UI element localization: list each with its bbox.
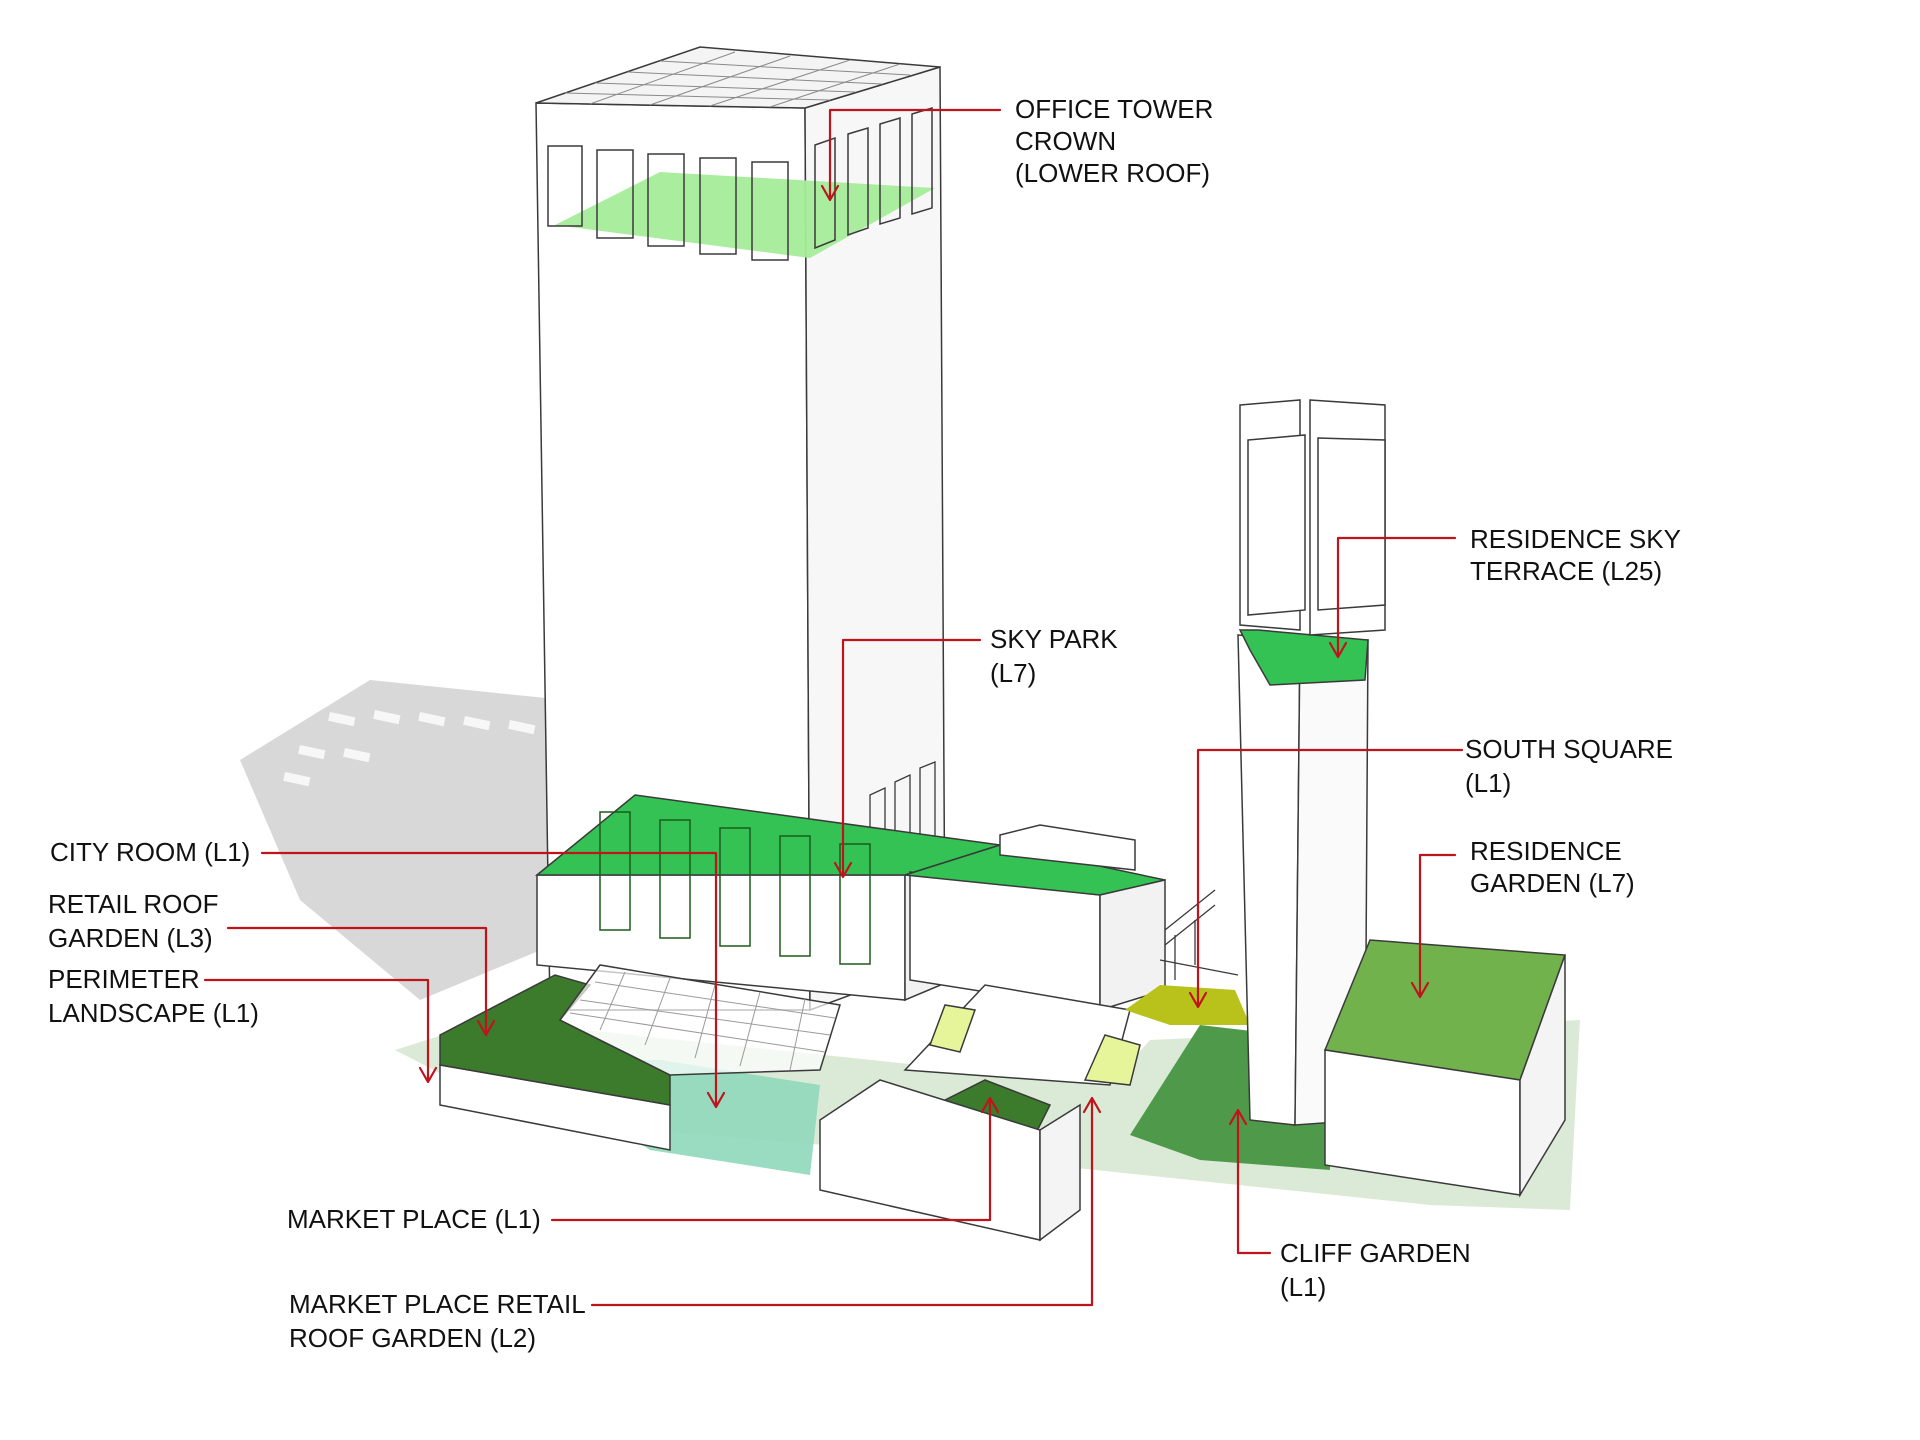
label-retail-roof-garden: RETAIL ROOF GARDEN (L3) xyxy=(48,889,226,953)
office-tower xyxy=(535,46,946,1012)
residence-podium xyxy=(1323,939,1567,1198)
label-office-tower-crown: OFFICE TOWER CROWN (LOWER ROOF) xyxy=(1015,94,1221,188)
residence-sky-terrace xyxy=(1238,629,1369,686)
leader-market-place-retail-roof-garden xyxy=(590,1098,1094,1307)
podium xyxy=(534,794,1166,1012)
leader-lines xyxy=(203,108,1464,1307)
arrowhead-office-tower-crown xyxy=(820,184,840,202)
arrowhead-perimeter-landscape xyxy=(418,1066,438,1084)
arrowhead-cliff-garden xyxy=(1228,1108,1248,1126)
label-market-place-retail-roof-garden: MARKET PLACE RETAIL ROOF GARDEN (L2) xyxy=(289,1289,592,1353)
market-side-block xyxy=(1039,1103,1081,1242)
label-south-square: SOUTH SQUARE (L1) xyxy=(1465,734,1680,798)
labels: OFFICE TOWER CROWN (LOWER ROOF) RESIDENC… xyxy=(48,94,1688,1353)
retail-block xyxy=(439,964,841,1151)
leader-residence-sky-terrace xyxy=(1336,536,1457,657)
leader-south-square xyxy=(1196,748,1464,1007)
leader-perimeter-landscape xyxy=(203,978,430,1082)
tower-shadow xyxy=(240,680,565,1000)
arrowhead-market-place xyxy=(980,1096,1000,1114)
leader-cliff-garden xyxy=(1236,1110,1272,1255)
arrowhead-south-square xyxy=(1188,991,1208,1009)
leader-retail-roof-garden xyxy=(226,926,488,1035)
residence-tower-a-top xyxy=(1247,434,1306,616)
label-city-room: CITY ROOM (L1) xyxy=(50,837,250,867)
residence-tower-b-top xyxy=(1317,437,1386,611)
label-perimeter-landscape: PERIMETER LANDSCAPE (L1) xyxy=(48,964,259,1028)
label-sky-park: SKY PARK (L7) xyxy=(990,624,1125,688)
label-market-place: MARKET PLACE (L1) xyxy=(287,1204,541,1234)
crown-grid xyxy=(564,51,911,108)
leader-market-place xyxy=(550,1098,992,1222)
label-residence-sky-terrace: RESIDENCE SKY TERRACE (L25) xyxy=(1470,524,1688,586)
shadow-openings xyxy=(283,709,536,787)
arrowhead-sky-park xyxy=(833,861,853,879)
label-cliff-garden: CLIFF GARDEN (L1) xyxy=(1280,1238,1478,1302)
market-retail-roof-garden-a xyxy=(928,1004,977,1053)
crown-fins-left xyxy=(547,145,789,261)
arrowhead-market-place-retail-roof-garden xyxy=(1082,1096,1102,1114)
leader-sky-park xyxy=(841,638,982,877)
arrowhead-residence-garden xyxy=(1410,981,1430,999)
leader-residence-garden xyxy=(1418,853,1457,997)
trellis-grid xyxy=(569,971,836,1071)
trellis xyxy=(558,964,841,1076)
market-place xyxy=(819,984,1141,1242)
arrowhead-city-room xyxy=(706,1091,726,1109)
market-retail-roof-garden-b xyxy=(1083,1034,1141,1086)
arrowhead-retail-roof-garden xyxy=(476,1019,496,1037)
leader-city-room xyxy=(260,851,718,1107)
arrowhead-residence-sky-terrace xyxy=(1328,641,1348,659)
south-square xyxy=(1125,985,1250,1025)
label-residence-garden: RESIDENCE GARDEN (L7) xyxy=(1470,836,1635,898)
rooftop-box xyxy=(999,824,1136,871)
building-massing xyxy=(240,46,1580,1242)
office-tower-crown-garden xyxy=(555,172,935,258)
leader-office-tower-crown xyxy=(828,108,1002,200)
residence-podium-side xyxy=(1519,954,1566,1198)
sky-park-fins xyxy=(599,811,871,965)
